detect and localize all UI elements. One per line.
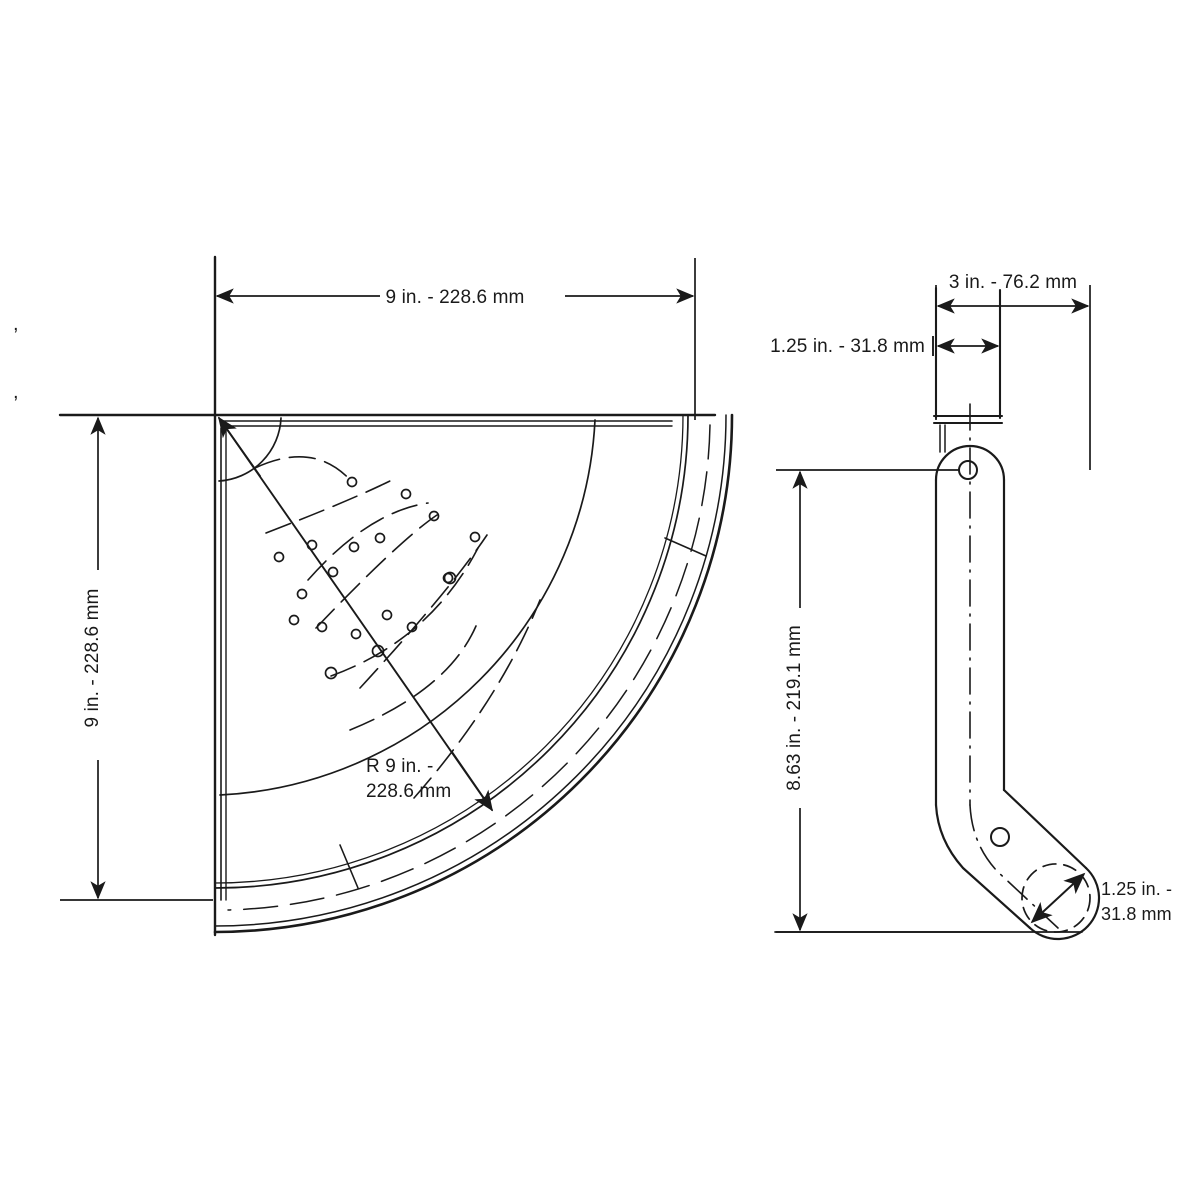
- shelf-back-edge-top: [58, 413, 717, 427]
- radius-leader-arrow-to-rim: [451, 751, 493, 812]
- dimension-rod-diameter: [1030, 872, 1086, 924]
- shelf-corner-fillet-arc: [218, 417, 282, 482]
- dimension-rod-diameter-label-line2: 31.8 mm: [1101, 904, 1172, 924]
- dimension-plan-height: [60, 414, 213, 901]
- radius-leader-line: [221, 421, 488, 804]
- bracket-rod-end-cap: [1028, 866, 1101, 941]
- bracket-hole-lower: [990, 827, 1010, 847]
- shelf-rim-centerline-arc: [227, 424, 711, 911]
- radius-leader-arrow-to-origin: [218, 416, 261, 477]
- shelf-wire-mesh-texture: [254, 456, 541, 799]
- bracket-mount-plate: [932, 286, 1004, 453]
- dimension-rod-diameter-label-line1: 1.25 in. -: [1101, 879, 1172, 899]
- shelf-rim-joint-lines: [339, 537, 707, 889]
- wire-cross-section-dots: [273, 476, 481, 680]
- side-view-bracket: [774, 286, 1101, 941]
- stray-mark-top: ,: [13, 313, 19, 335]
- dimension-radius-label-line2: 228.6 mm: [366, 781, 451, 802]
- dimension-bracket-offset-label: 1.25 in. - 31.8 mm: [770, 336, 925, 357]
- plan-view-corner-shelf: [58, 255, 734, 937]
- bracket-rod-bend: [934, 788, 1088, 930]
- bracket-rod-body: [934, 444, 1006, 807]
- bracket-rod-centerline: [969, 403, 1059, 929]
- shelf-back-edge-left: [213, 255, 227, 937]
- dimension-bracket-height: [776, 469, 1000, 933]
- dimension-bracket-width: [935, 285, 1091, 470]
- dimension-bracket-offset: [932, 336, 1000, 356]
- dimension-radius-label-line1: R 9 in. -: [366, 756, 433, 777]
- shelf-panel-field-arc: [219, 419, 596, 796]
- bracket-rod-end-circle: [1021, 863, 1091, 933]
- dimension-plan-height-label: 9 in. - 228.6 mm: [82, 589, 103, 728]
- dimension-bracket-width-label: 3 in. - 76.2 mm: [949, 272, 1077, 293]
- shelf-outer-rim-arc: [213, 413, 734, 934]
- dimension-bracket-height-label: 8.63 in. - 219.1 mm: [784, 625, 805, 791]
- shelf-rim-inner-arc: [214, 414, 689, 889]
- dimension-plan-width: [214, 258, 696, 420]
- bracket-hole-upper: [958, 460, 978, 480]
- dimension-plan-width-label: 9 in. - 228.6 mm: [386, 287, 525, 308]
- stray-mark-bottom: ,: [13, 381, 19, 403]
